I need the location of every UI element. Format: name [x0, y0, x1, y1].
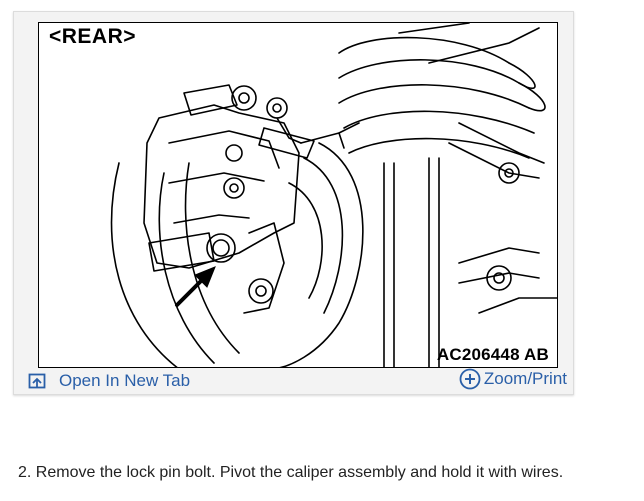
zoom-print-label: Zoom/Print — [483, 369, 567, 388]
figure-code: AC206448 AB — [436, 345, 549, 364]
zoom-plus-icon — [459, 368, 481, 390]
caliper-illustration: <REAR> AC206448 AB — [38, 22, 558, 368]
figure-toolbar: Open In New Tab Zoom/Print — [14, 368, 573, 394]
open-in-new-tab-label: Open In New Tab — [59, 371, 191, 390]
caliper-line-drawing — [110, 23, 557, 367]
open-in-new-tab-icon — [28, 373, 46, 389]
figure-card: <REAR> AC206448 AB Open In New Tab Zoom/… — [13, 11, 574, 395]
zoom-print-button[interactable]: Zoom/Print — [459, 368, 567, 390]
orientation-label: <REAR> — [49, 25, 137, 48]
open-in-new-tab-button[interactable]: Open In New Tab — [28, 371, 190, 391]
instruction-step: 2. Remove the lock pin bolt. Pivot the c… — [18, 464, 564, 481]
callout-arrow — [175, 266, 216, 307]
